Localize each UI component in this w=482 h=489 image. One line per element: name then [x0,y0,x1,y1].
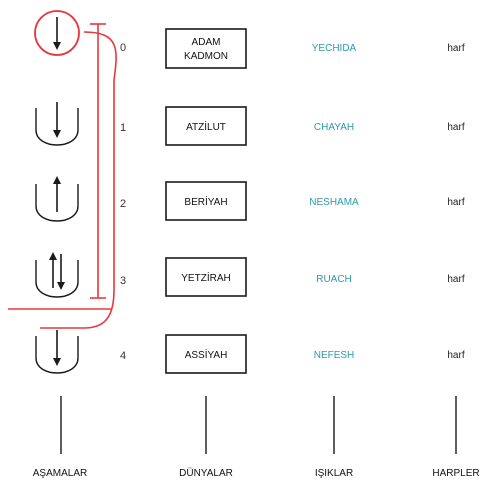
stage-icons [34,10,80,374]
circled-down-arrow-icon [34,10,80,56]
harf-label: harf [447,274,464,285]
row-index: 4 [120,350,126,362]
light-labels: YECHIDA CHAYAH NESHAMA RUACH NEFESH [309,43,359,361]
light-label: RUACH [316,274,352,285]
column-stems [60,396,457,454]
column-headings: AŞAMALAR DÜNYALAR IŞIKLAR HARPLER [33,467,480,479]
harf-labels: harf harf harf harf harf [447,43,464,361]
harf-label: harf [447,122,464,133]
world-box: ADAM KADMON [165,28,247,69]
row-index: 1 [120,122,126,134]
cup-down-arrow-icon [35,102,79,146]
light-label: NESHAMA [309,197,359,208]
world-box: YETZİRAH [165,257,247,297]
light-label: YECHIDA [312,43,357,54]
row-index: 3 [120,275,126,287]
world-label-line: ADAM [192,37,221,48]
row-index-numbers: 0 1 2 3 4 [120,42,126,362]
harf-label: harf [447,43,464,54]
harf-label: harf [447,197,464,208]
cup-down-arrow-icon [35,330,79,374]
world-box: BERİYAH [165,181,247,221]
letters-column-heading: HARPLER [432,468,479,479]
bracket-curve [40,31,117,329]
row-index: 2 [120,198,126,210]
cup-up-arrow-icon [35,176,79,222]
world-label-line: KADMON [184,51,228,62]
world-label: YETZİRAH [181,271,230,284]
stages-column-heading: AŞAMALAR [33,468,87,479]
lights-column-heading: IŞIKLAR [315,468,353,479]
light-label: CHAYAH [314,122,354,133]
world-label: ASSİYAH [185,348,228,361]
world-box: ATZİLUT [165,106,247,146]
world-label: ATZİLUT [186,120,226,133]
worlds-column-heading: DÜNYALAR [179,467,233,479]
row-index: 0 [120,42,126,54]
light-label: NEFESH [314,350,355,361]
harf-label: harf [447,350,464,361]
cup-up-down-arrows-icon [35,252,79,298]
red-bracket [8,23,117,329]
world-box: ASSİYAH [165,334,247,374]
world-label: BERİYAH [184,195,227,208]
world-boxes: ADAM KADMON ATZİLUT BERİYAH YETZİRAH ASS… [165,28,247,374]
